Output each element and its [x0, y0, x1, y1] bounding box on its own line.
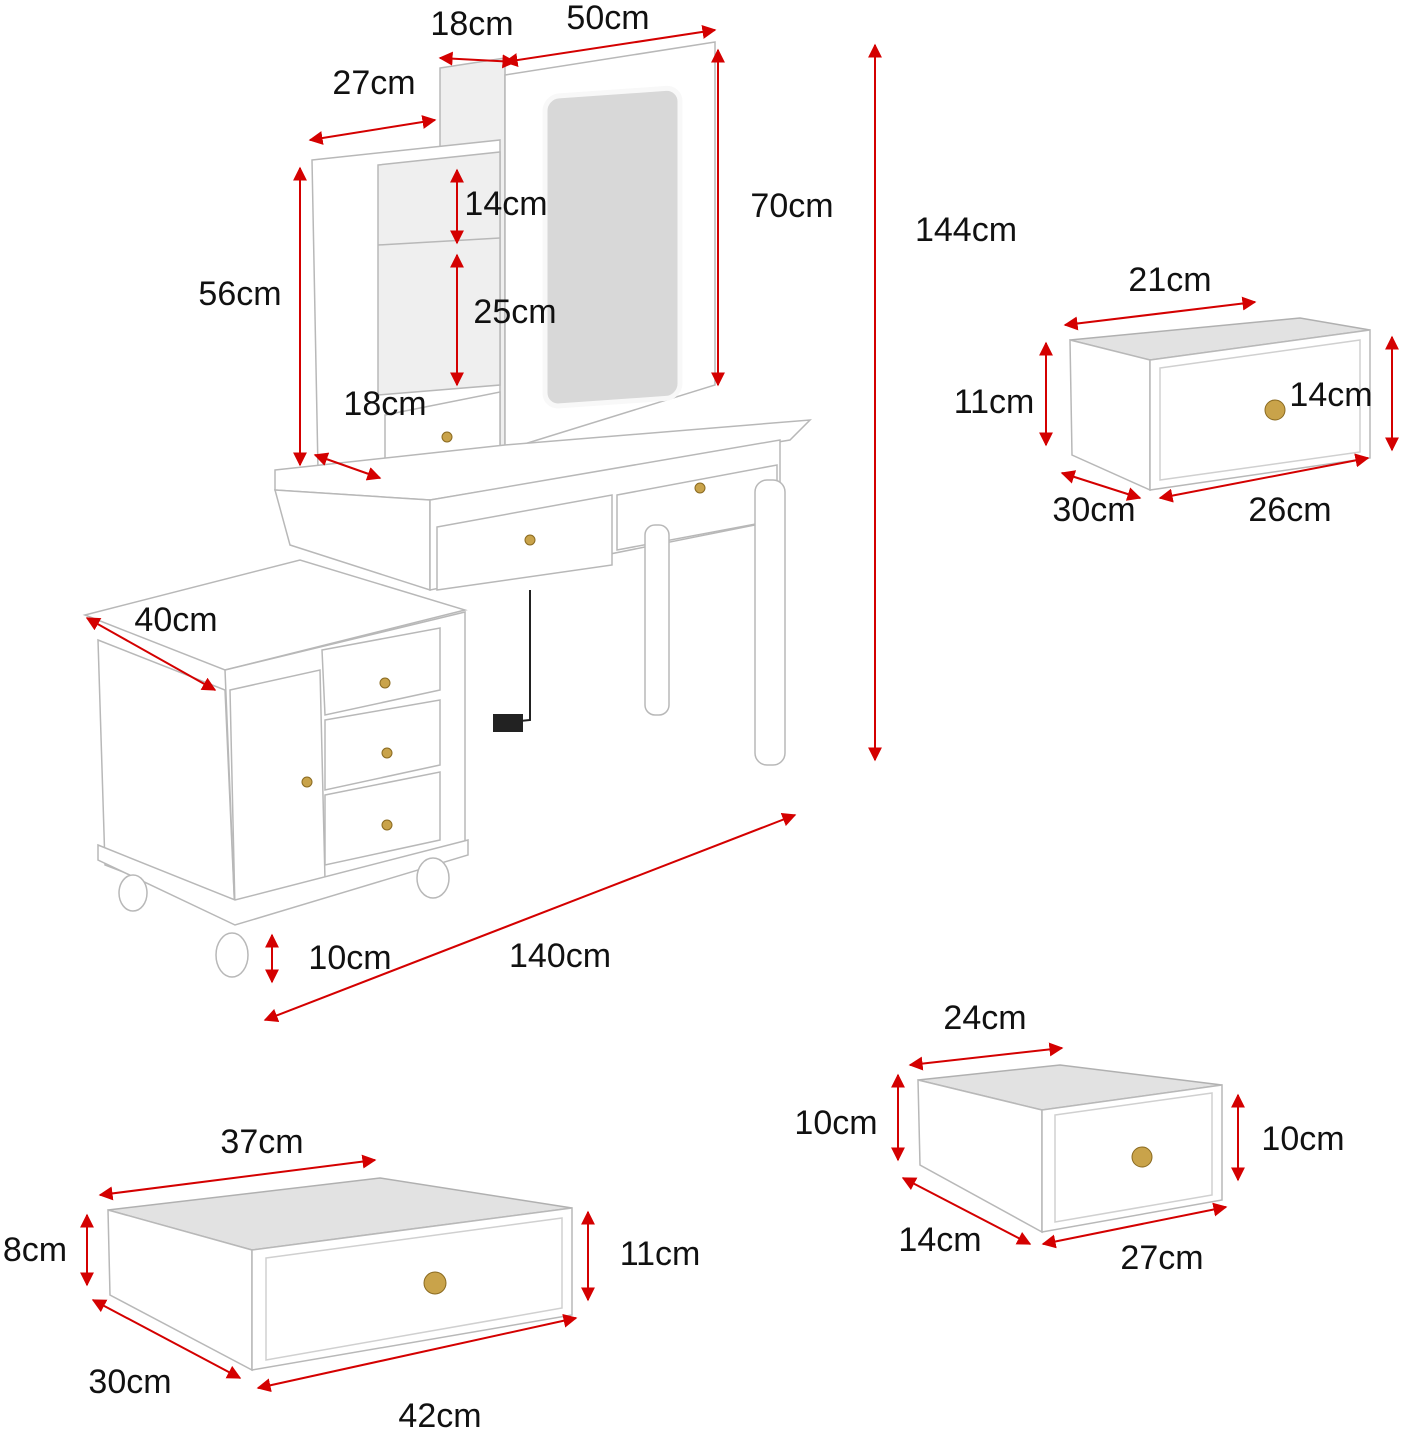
dim-line-18cm-depth	[313, 452, 382, 481]
label-table-drawer-side-height: 8cm	[2, 1231, 68, 1269]
label-mirror-width: 50cm	[566, 0, 650, 37]
cabinet-drawer-illustration	[917, 1064, 1223, 1234]
label-small-drawer-front-height: 14cm	[1289, 376, 1373, 414]
dim-line-40cm	[85, 617, 217, 691]
label-table-drawer-depth: 30cm	[88, 1363, 172, 1401]
label-shelf-unit-height: 56cm	[198, 275, 282, 313]
dim-line-27cm	[308, 115, 437, 145]
label-small-drawer-side-height: 11cm	[953, 383, 1035, 421]
label-table-drawer-front-height: 11cm	[619, 1235, 701, 1273]
label-table-drawer-front-width: 42cm	[398, 1397, 482, 1435]
label-cabinet-depth: 40cm	[134, 601, 218, 639]
label-leg-clearance: 10cm	[308, 939, 392, 977]
vanity-illustration	[82, 41, 812, 978]
label-upper-shelf-height: 14cm	[464, 185, 548, 223]
dim-line-50cm	[503, 24, 717, 68]
dim-line-18cm-top	[438, 51, 517, 69]
label-total-width: 140cm	[508, 937, 612, 975]
label-cabinet-drawer-inner-width: 24cm	[943, 999, 1027, 1037]
label-shelf-unit-width: 27cm	[332, 64, 416, 102]
table-drawer-illustration	[107, 1177, 573, 1372]
label-small-drawer-inner-width: 21cm	[1128, 261, 1212, 299]
label-cabinet-drawer-side-height: 10cm	[794, 1104, 878, 1142]
dimension-lines	[80, 24, 1399, 1393]
label-mirror-height: 70cm	[750, 187, 834, 225]
label-cabinet-drawer-depth: 14cm	[898, 1221, 982, 1259]
label-lower-shelf-height: 25cm	[473, 293, 557, 331]
label-cabinet-drawer-front-height: 10cm	[1261, 1120, 1345, 1158]
dim-line-140cm	[263, 813, 797, 1022]
label-shelf-unit-depth: 18cm	[343, 385, 427, 423]
label-small-drawer-front-width: 26cm	[1248, 491, 1332, 529]
label-cabinet-drawer-front-width: 27cm	[1120, 1239, 1204, 1277]
label-total-height: 144cm	[914, 211, 1018, 249]
small-drawer-illustration	[1069, 317, 1371, 492]
label-small-drawer-depth: 30cm	[1052, 491, 1136, 529]
label-side-cabinet-depth: 18cm	[430, 5, 514, 43]
label-table-drawer-inner-width: 37cm	[220, 1123, 304, 1161]
